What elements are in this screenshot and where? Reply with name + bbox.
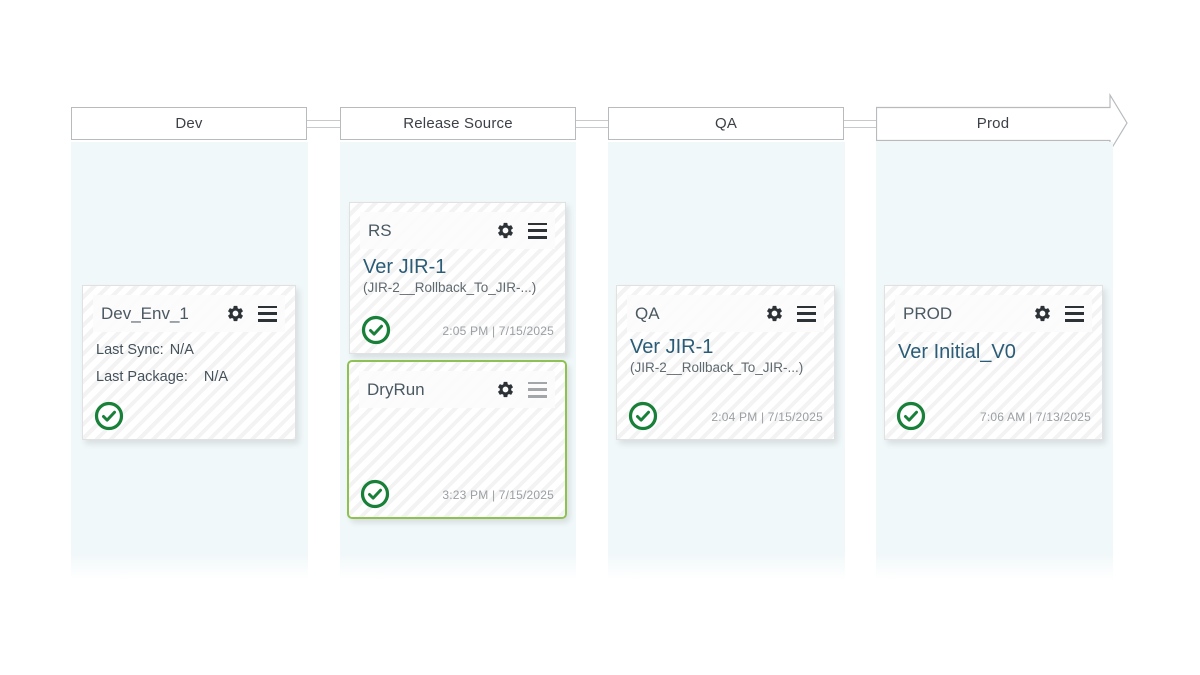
deployment-timestamp: 7:06 AM | 7/13/2025 [980, 410, 1091, 424]
stage-label-qa: QA [714, 115, 738, 132]
hamburger-menu-icon[interactable] [527, 381, 547, 398]
last-sync-value: N/A [169, 342, 194, 358]
last-package-value: N/A [203, 369, 229, 385]
card-title: QA [635, 303, 660, 323]
hamburger-menu-icon[interactable] [796, 305, 816, 322]
card-title: DryRun [367, 379, 425, 399]
version-label: Ver JIR-1 [363, 256, 447, 278]
check-circle-icon [896, 401, 926, 431]
settings-gear-icon[interactable] [225, 304, 245, 324]
env-card-dry-run[interactable]: DryRun 3:23 PM | 7/15/2025 [347, 360, 567, 519]
env-card-dev-env-1[interactable]: Dev_Env_1 Last Sync: N/A Last Package: N/A [82, 285, 296, 440]
card-title: PROD [903, 303, 953, 323]
stage-connector-1 [307, 120, 340, 128]
settings-gear-icon[interactable] [495, 380, 515, 400]
settings-gear-icon[interactable] [495, 221, 515, 241]
stage-header-dev: Dev [71, 107, 307, 140]
stage-label-dev: Dev [175, 115, 203, 132]
env-card-prod[interactable]: PROD Ver Initial_V0 7:06 AM | 7/13/2025 [884, 285, 1103, 440]
check-circle-icon [361, 315, 391, 345]
version-label: Ver JIR-1 [630, 336, 714, 358]
card-title: RS [368, 220, 392, 240]
settings-gear-icon[interactable] [764, 304, 784, 324]
hamburger-menu-icon[interactable] [1064, 305, 1084, 322]
stage-header-prod: Prod [876, 107, 1110, 140]
stage-connector-2 [576, 120, 608, 128]
last-sync-label: Last Sync: [96, 342, 164, 358]
card-title: Dev_Env_1 [101, 303, 189, 323]
deployment-timestamp: 2:04 PM | 7/15/2025 [711, 410, 823, 424]
stage-label-prod: Prod [976, 115, 1010, 132]
check-circle-icon [628, 401, 658, 431]
last-package-label: Last Package: [96, 369, 188, 385]
card-header-band: QA [627, 295, 824, 332]
check-circle-icon [94, 401, 124, 431]
version-label: Ver Initial_V0 [898, 341, 1016, 363]
card-header-band: PROD [895, 295, 1092, 332]
stage-label-release-source: Release Source [403, 115, 513, 132]
version-detail: (JIR-2__Rollback_To_JIR-...) [363, 280, 537, 295]
last-sync-row: Last Sync: N/A [96, 342, 194, 358]
stage-header-qa: QA [608, 107, 844, 140]
stage-header-release-source: Release Source [340, 107, 576, 140]
hamburger-menu-icon[interactable] [257, 305, 277, 322]
env-card-release-source[interactable]: RS Ver JIR-1 (JIR-2__Rollback_To_JIR-...… [349, 202, 566, 354]
card-header-band: RS [360, 212, 555, 249]
stage-header-prod-arrow [876, 93, 1128, 153]
env-card-qa[interactable]: QA Ver JIR-1 (JIR-2__Rollback_To_JIR-...… [616, 285, 835, 440]
deployment-timestamp: 2:05 PM | 7/15/2025 [442, 324, 554, 338]
settings-gear-icon[interactable] [1032, 304, 1052, 324]
card-header-band: Dev_Env_1 [93, 295, 285, 332]
stage-connector-3 [844, 120, 876, 128]
deployment-timestamp: 3:23 PM | 7/15/2025 [442, 488, 554, 502]
check-circle-icon [360, 479, 390, 509]
hamburger-menu-icon[interactable] [527, 222, 547, 239]
last-package-row: Last Package: N/A [96, 369, 228, 385]
card-header-band: DryRun [359, 371, 555, 408]
version-detail: (JIR-2__Rollback_To_JIR-...) [630, 360, 804, 375]
